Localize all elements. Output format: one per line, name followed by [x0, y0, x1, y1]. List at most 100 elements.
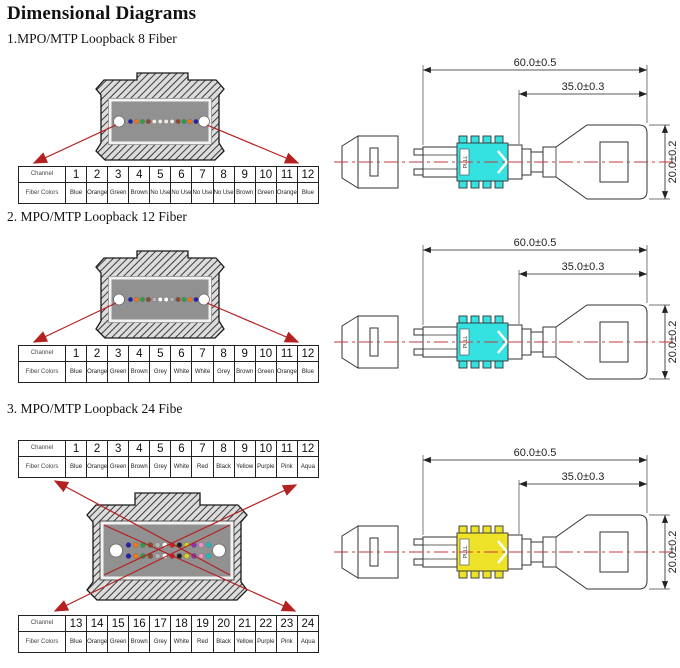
fiber-color-cell: Yellow	[233, 456, 256, 478]
fiber-colors-row-label: Fiber Colors	[18, 456, 66, 478]
channel-number: 5	[149, 345, 172, 362]
fiber-dot-yellow	[183, 553, 190, 559]
fiber-color-cell: Grey	[149, 361, 172, 383]
channel-number: 9	[233, 440, 256, 457]
fiber-color-cell: No Use	[149, 182, 172, 204]
fiber-color-cell: White	[170, 361, 193, 383]
callout-arrow-down-right	[103, 524, 297, 612]
channel-number: 6	[170, 345, 193, 362]
fiber-dot-brown	[145, 297, 151, 303]
channel-number: 1	[64, 440, 88, 457]
fiber-dot-no-use	[157, 119, 163, 125]
fiber-dot-pink	[198, 553, 204, 559]
channel-number: 21	[233, 615, 256, 632]
channel-number: 23	[275, 615, 298, 632]
section-heading-8f: 1.MPO/MTP Loopback 8 Fiber	[7, 31, 177, 46]
channel-number: 1	[64, 166, 88, 183]
channel-number: 12	[296, 345, 320, 362]
channel-number: 8	[212, 440, 235, 457]
fiber-color-cell: White	[191, 361, 214, 383]
fiber-color-cell: Brown	[128, 361, 151, 383]
fiber-color-cell: Green	[254, 361, 277, 383]
callout-arrow-down-left	[53, 524, 231, 612]
fiber-dot-orange	[187, 119, 193, 125]
channel-number: 24	[296, 615, 320, 632]
fiber-dot-blue	[125, 553, 132, 559]
channel-number: 16	[128, 615, 151, 632]
section-heading-12f: 2. MPO/MTP Loopback 12 Fiber	[7, 209, 187, 224]
channel-number: 10	[254, 166, 277, 183]
guide-pin-hole-left	[109, 543, 123, 558]
channel-number: 7	[191, 345, 214, 362]
fiber-color-cell: Red	[191, 631, 214, 653]
fiber-dot-no-use	[169, 119, 175, 125]
fiber-color-cell: Orange	[86, 456, 109, 478]
channel-number: 10	[254, 345, 277, 362]
channel-number: 2	[86, 440, 109, 457]
fiber-dot-brown	[175, 297, 181, 303]
channel-number: 10	[254, 440, 277, 457]
channel-number: 3	[107, 166, 130, 183]
fiber-color-cell: Orange	[86, 631, 109, 653]
fiber-color-cell: Pink	[275, 631, 298, 653]
fiber-color-cell: Aqua	[296, 631, 320, 653]
fiber-dot-blue	[193, 119, 199, 125]
fiber-dot-orange	[132, 553, 139, 559]
fiber-color-cell: White	[170, 631, 193, 653]
fiber-dot-blue	[127, 297, 133, 303]
channel-number: 19	[191, 615, 214, 632]
fiber-color-cell: Aqua	[296, 456, 320, 478]
fiber-dot-no-use	[151, 119, 157, 125]
fiber-color-cell: Orange	[275, 361, 298, 383]
fiber-dot-orange	[187, 297, 193, 303]
fiber-dot-brown	[175, 119, 181, 125]
connector-face-24f	[53, 480, 298, 612]
fiber-color-cell: Green	[107, 631, 130, 653]
fiber-color-cell: Orange	[275, 182, 298, 204]
fiber-dot-green	[139, 297, 145, 303]
fiber-color-cell: Orange	[86, 182, 109, 204]
fiber-dot-white	[163, 297, 169, 303]
channel-number: 4	[128, 440, 151, 457]
fiber-dots-12f	[127, 297, 199, 303]
fiber-dot-grey	[151, 297, 157, 303]
fiber-color-cell: Orange	[86, 361, 109, 383]
channel-number: 6	[170, 440, 193, 457]
fiber-dot-pink	[198, 542, 204, 548]
channel-number: 9	[233, 345, 256, 362]
fiber-color-cell: No Use	[170, 182, 193, 204]
channel-number: 6	[170, 166, 193, 183]
callout-arrow-right	[206, 124, 300, 164]
fiber-color-cell: Blue	[296, 182, 320, 204]
channel-row-label: Channel	[18, 166, 66, 183]
fiber-color-cell: Purple	[254, 456, 277, 478]
channel-number: 4	[128, 345, 151, 362]
channel-number: 9	[233, 166, 256, 183]
connector-face-12f	[32, 250, 300, 343]
callout-arrow-left	[32, 124, 117, 164]
side-view-8f	[332, 52, 677, 212]
channel-number: 1	[64, 345, 88, 362]
callout-arrow-left	[32, 302, 117, 343]
channel-number: 7	[191, 440, 214, 457]
fiber-dot-white	[157, 297, 163, 303]
callout-arrow-up-left	[53, 480, 231, 576]
fiber-dot-orange	[133, 297, 139, 303]
fiber-dot-grey	[154, 553, 161, 559]
fiber-dots-24f-row1	[125, 542, 212, 548]
fiber-dot-grey	[169, 297, 175, 303]
fiber-color-cell: No Use	[212, 182, 235, 204]
fiber-dot-no-use	[163, 119, 169, 125]
fiber-color-cell: Purple	[254, 631, 277, 653]
channel-number: 3	[107, 345, 130, 362]
fiber-color-cell: Brown	[233, 182, 256, 204]
fiber-color-cell: Blue	[64, 631, 88, 653]
fiber-color-cell: Red	[191, 456, 214, 478]
fiber-dot-orange	[132, 542, 139, 548]
fiber-color-cell: Blue	[64, 182, 88, 204]
side-view-24f	[332, 442, 677, 602]
